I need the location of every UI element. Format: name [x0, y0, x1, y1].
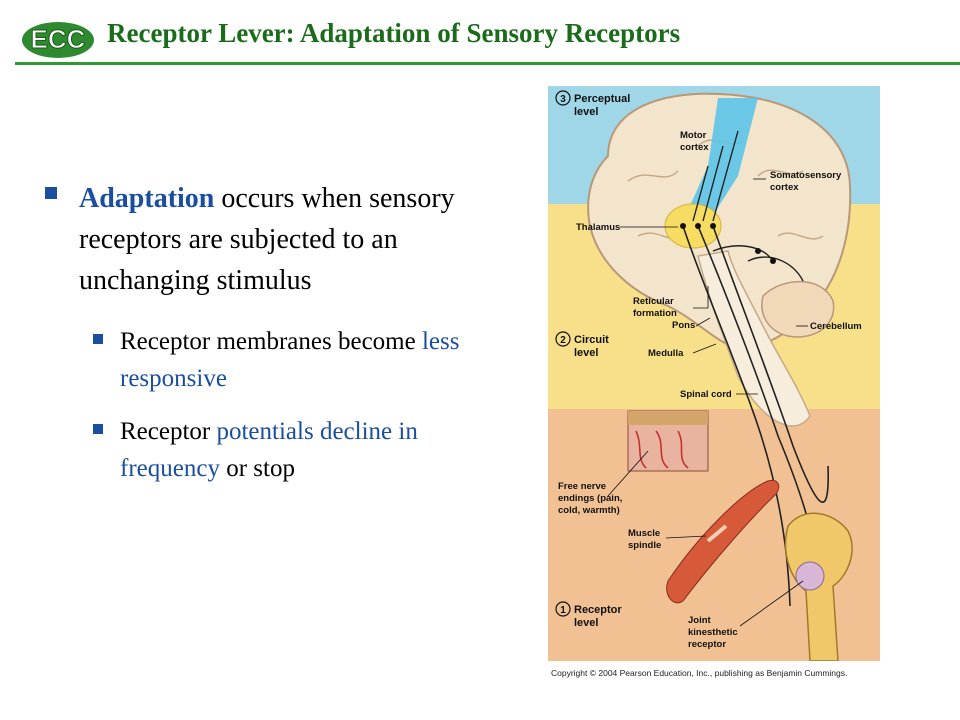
label-joint-3: receptor: [688, 639, 726, 650]
cortex-fibers: [692, 130, 739, 222]
header-divider: [15, 62, 960, 65]
ecc-logo: ECC: [18, 8, 98, 64]
label-thalamus: Thalamus: [576, 222, 620, 233]
label-motor-cortex-2: cortex: [680, 142, 709, 153]
label-pons: Pons: [672, 320, 695, 331]
leader-reticular: [693, 286, 709, 309]
page-title: Receptor Lever: Adaptation of Sensory Re…: [107, 18, 681, 48]
leader-joint: [739, 580, 804, 627]
bullet-marker: [93, 334, 103, 344]
logo-disc: [22, 22, 94, 58]
circuit-level-label: 2 Circuit level: [555, 331, 609, 359]
neuron-dot: [710, 223, 716, 229]
label-medulla: Medulla: [648, 348, 684, 359]
neuron-dot: [695, 223, 701, 229]
svg-text:level: level: [574, 106, 598, 118]
label-joint-2: kinesthetic: [688, 627, 738, 638]
svg-text:1: 1: [560, 605, 566, 616]
neuron-dot: [680, 223, 686, 229]
neuron-dot: [770, 258, 776, 264]
svg-text:level: level: [574, 347, 598, 359]
label-motor-cortex: Motor: [680, 130, 707, 141]
sensory-levels-figure: 3 Perceptual level 2 Circuit level 1 Rec…: [548, 86, 880, 662]
leader-medulla: [692, 343, 717, 354]
bullet-marker: [93, 424, 103, 434]
skin-surface: [628, 411, 708, 425]
svg-text:3: 3: [560, 94, 566, 105]
label-cerebellum: Cerebellum: [810, 321, 862, 332]
skin-vessels: [635, 430, 689, 469]
main-bullet: Adaptation occurs when sensory receptors…: [45, 178, 475, 301]
perceptual-level-label: 3 Perceptual level: [555, 90, 630, 118]
neuron-dot: [755, 248, 761, 254]
sub-bullet-membranes: Receptor membranes become less responsiv…: [93, 323, 475, 397]
muscle-spindle-shape: [706, 524, 728, 543]
sub-bullet-suffix: or stop: [219, 455, 295, 482]
cerebellum-shape: [761, 280, 835, 338]
bullet-list: Adaptation occurs when sensory receptors…: [45, 178, 475, 487]
label-free-nerve: Free nerve: [558, 481, 606, 492]
main-bullet-text: occurs when sensory receptors are subjec…: [79, 183, 455, 296]
svg-text:Perceptual: Perceptual: [574, 93, 630, 105]
leader-pons: [695, 317, 711, 327]
logo-text: ECC: [31, 24, 86, 54]
svg-text:Circuit: Circuit: [574, 334, 609, 346]
sub-bullet-potentials: Receptor potentials decline in frequency…: [93, 413, 475, 487]
keyword-adaptation: Adaptation: [79, 183, 215, 214]
cerebellar-fibers: [712, 245, 804, 282]
label-joint: Joint: [688, 615, 712, 626]
leader-free-nerve: [607, 450, 649, 497]
sub-bullet-text: Receptor membranes become: [120, 328, 422, 355]
label-free-nerve-3: cold, warmth): [558, 505, 620, 516]
motor-cortex-pathway: [683, 98, 758, 231]
muscle-shape: [666, 479, 780, 604]
leader-muscle-spindle: [665, 535, 707, 539]
receptor-level-label: 1 Receptor level: [555, 601, 622, 629]
sub-bullet-text: Receptor: [120, 418, 217, 445]
highlight-less-responsive: less responsive: [120, 328, 460, 392]
label-spinal-cord: Spinal cord: [680, 389, 732, 400]
bullet-marker: [45, 187, 57, 199]
nerve-path-3: [712, 225, 829, 503]
label-muscle-spindle: Muscle: [628, 528, 660, 539]
svg-text:Receptor: Receptor: [574, 604, 622, 616]
svg-text:level: level: [574, 617, 598, 629]
svg-text:2: 2: [560, 335, 566, 346]
label-muscle-spindle-2: spindle: [628, 540, 661, 551]
label-free-nerve-2: endings (pain,: [558, 493, 622, 504]
highlight-decline: potentials decline in frequency: [120, 418, 418, 482]
thalamus-shape: [664, 203, 722, 249]
label-somatosensory-2: cortex: [770, 182, 799, 193]
label-somatosensory: Somatosensory: [770, 170, 842, 181]
joint-capsule: [795, 561, 825, 591]
label-reticular-2: formation: [633, 308, 677, 319]
label-reticular: Reticular: [633, 296, 674, 307]
copyright-notice: Copyright © 2004 Pearson Education, Inc.…: [551, 668, 848, 678]
